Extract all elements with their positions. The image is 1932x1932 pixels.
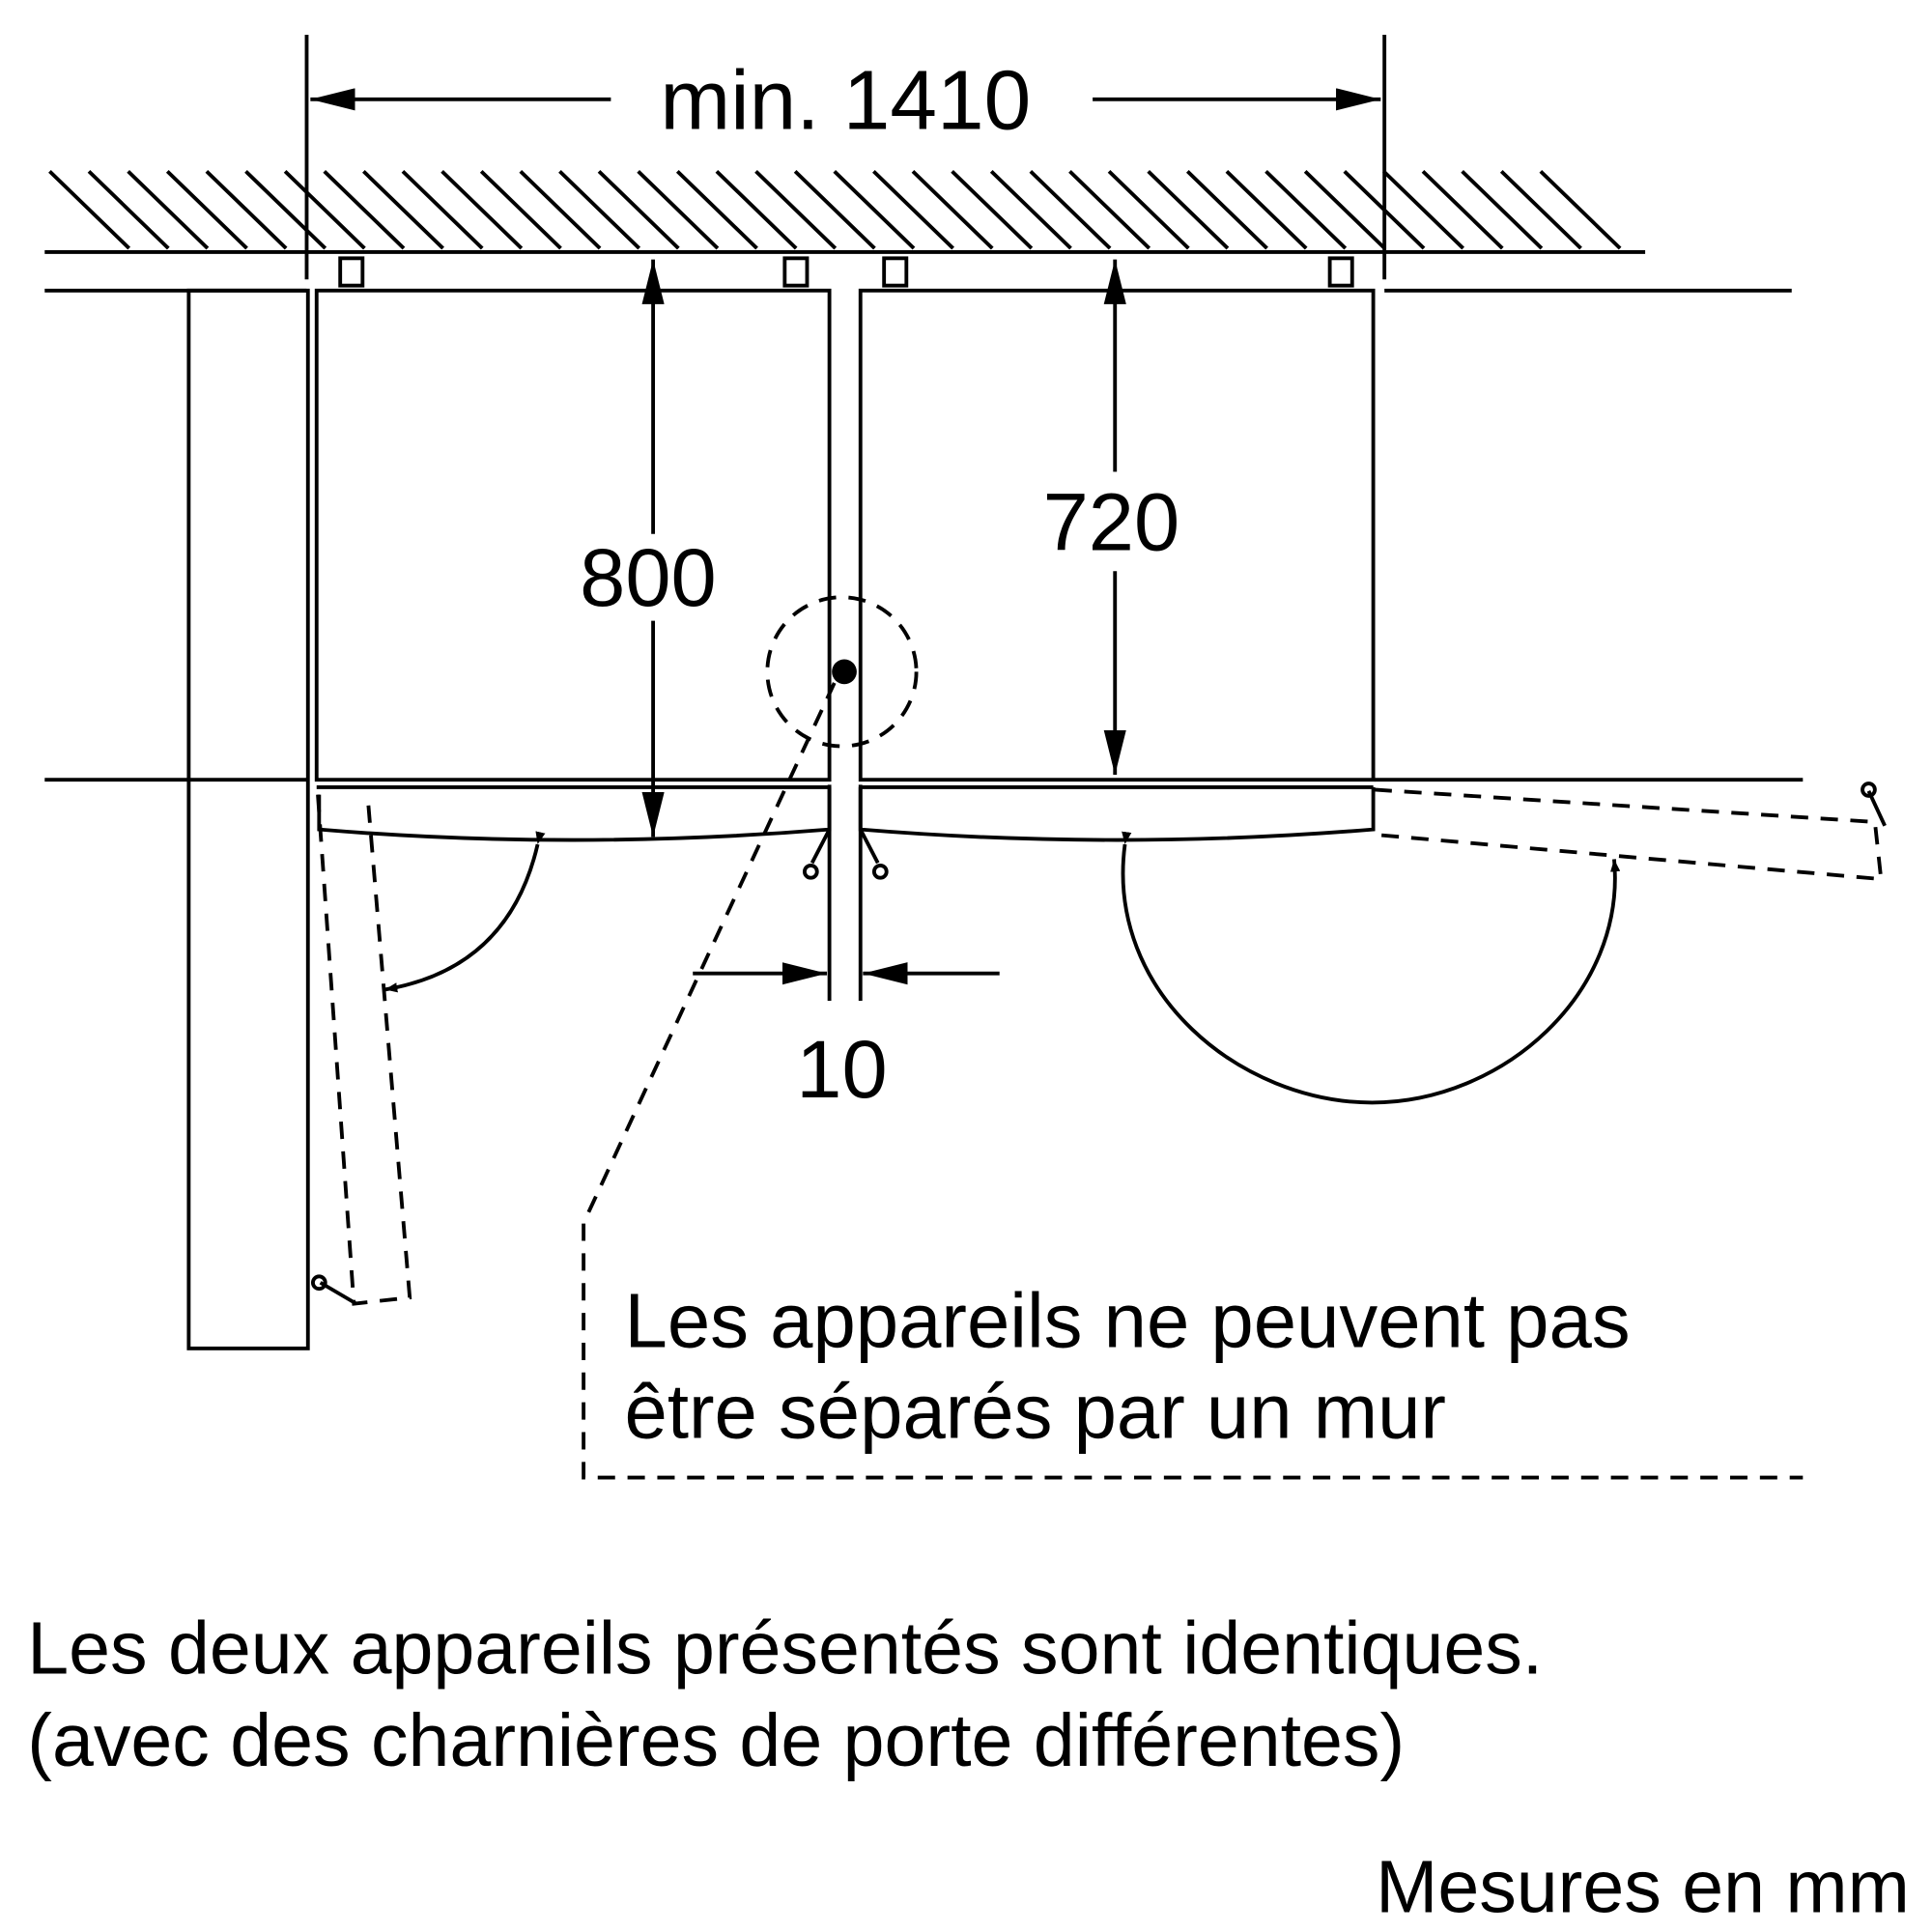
hatch-line	[597, 169, 680, 250]
wall-hatching	[48, 169, 1622, 250]
hatch-line	[205, 169, 288, 250]
hinge-pin	[1861, 781, 1877, 798]
hinge-pin	[802, 863, 819, 880]
wall-note-line2: être séparés par un mur	[625, 1368, 1446, 1454]
hatch-line	[440, 169, 524, 250]
hatch-line	[1185, 169, 1268, 250]
hatch-line	[401, 169, 484, 250]
hatch-line	[1461, 169, 1544, 250]
hatch-line	[127, 169, 210, 250]
hatch-line	[1264, 169, 1348, 250]
hatch-line	[1068, 169, 1151, 250]
depth-800-label: 800	[580, 531, 717, 623]
door-right	[858, 784, 1376, 842]
hatch-line	[1225, 169, 1308, 250]
hatch-line	[675, 169, 758, 250]
spacer	[882, 256, 909, 288]
note-leader	[582, 682, 1804, 1480]
spacer	[782, 256, 810, 288]
hatch-line	[519, 169, 602, 250]
wall-marker-dot	[832, 659, 857, 685]
hatch-line	[637, 169, 720, 250]
hatch-line	[244, 169, 327, 250]
hatch-line	[989, 169, 1072, 250]
hatch-line	[1382, 169, 1464, 250]
hatch-line	[558, 169, 641, 250]
hatch-line	[1107, 169, 1190, 250]
identical-note-line2: (avec des charnières de porte différente…	[27, 1699, 1405, 1782]
hatch-line	[951, 169, 1034, 250]
hatch-line	[793, 169, 876, 250]
hinge-pin	[310, 1274, 327, 1292]
swing-arrow-left	[384, 831, 546, 993]
hatch-line	[323, 169, 406, 250]
detail-circle	[765, 595, 919, 749]
units-label: Mesures en mm	[1376, 1845, 1910, 1928]
hatch-line	[1539, 169, 1622, 250]
hatch-line	[1499, 169, 1582, 250]
hatch-line	[1029, 169, 1112, 250]
hatch-line	[48, 169, 131, 250]
hatch-line	[872, 169, 954, 250]
hatch-line	[479, 169, 562, 250]
spacer	[1327, 256, 1354, 288]
identical-note-line1: Les deux appareils présentés sont identi…	[27, 1607, 1543, 1690]
depth-720-label: 720	[1043, 475, 1180, 567]
hinge-pin	[871, 863, 889, 880]
gap-label: 10	[796, 1023, 887, 1115]
hatch-line	[715, 169, 798, 250]
hatch-line	[283, 169, 366, 250]
min-width-label: min. 1410	[660, 53, 1031, 148]
hatch-line	[1303, 169, 1386, 250]
door-right-open	[1372, 787, 1884, 882]
wall-note-line1: Les appareils ne peuvent pas	[625, 1278, 1631, 1364]
hatch-line	[87, 169, 170, 250]
hatch-line	[1421, 169, 1504, 250]
door-left-open	[316, 794, 412, 1306]
door-left	[316, 784, 832, 842]
hatch-line	[1147, 169, 1230, 250]
side-panel	[186, 288, 310, 1350]
hatch-line	[165, 169, 248, 250]
spacer	[338, 256, 365, 288]
hatch-line	[754, 169, 838, 250]
appliance-left	[314, 288, 832, 782]
swing-arrow-right	[1121, 831, 1621, 1105]
hatch-line	[362, 169, 444, 250]
hatch-line	[833, 169, 916, 250]
hatch-line	[911, 169, 994, 250]
hinges	[810, 828, 880, 865]
